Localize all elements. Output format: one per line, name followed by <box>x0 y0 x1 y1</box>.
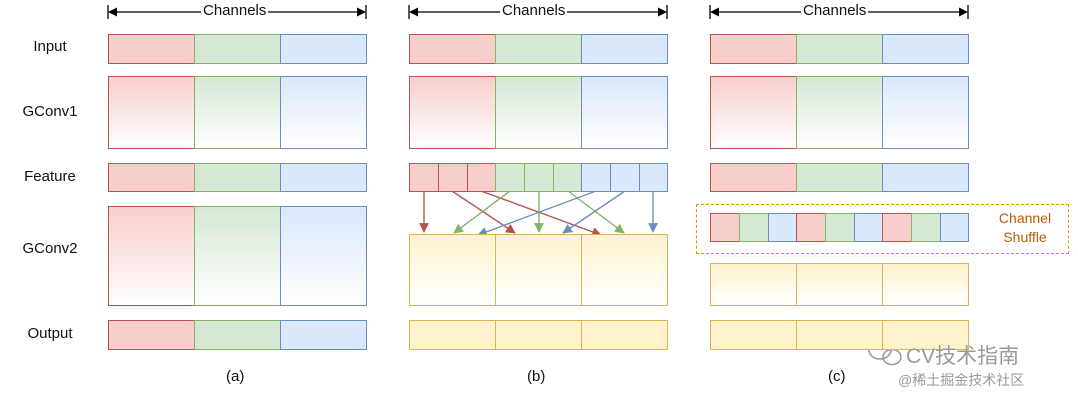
gconv2-yellow-group-2 <box>495 234 582 306</box>
row-label-output: Output <box>27 325 73 342</box>
shuffled-blue-2 <box>854 213 883 242</box>
feature-blue-sub-1 <box>581 163 611 192</box>
output-yellow-group-3 <box>882 320 969 350</box>
output-yellow-group-1 <box>710 320 797 350</box>
feature-red-sub-3 <box>467 163 496 192</box>
input-blue-group <box>882 34 969 64</box>
shuffled-blue-3 <box>940 213 969 242</box>
feature-blue-group <box>280 163 367 192</box>
watermark-main: CV技术指南 <box>906 345 1020 368</box>
input-green-group <box>194 34 281 64</box>
gconv1-red-group <box>710 76 797 149</box>
gconv2-red-group <box>108 206 195 306</box>
row-label-gconv2: GConv2 <box>22 240 78 257</box>
input-red-group <box>108 34 195 64</box>
feature-green-sub-3 <box>553 163 582 192</box>
channels-label-c: Channels <box>801 2 869 19</box>
shuffled-red-3 <box>882 213 912 242</box>
channel-shuffle-line1: Channel <box>998 210 1052 226</box>
row-label-input: Input <box>33 38 67 55</box>
caption-b: (b) <box>527 368 546 385</box>
gconv2-blue-group <box>280 206 367 306</box>
shuffled-green-1 <box>739 213 769 242</box>
channels-label-a: Channels <box>201 2 269 19</box>
flow-arrow-blue-2 <box>562 190 626 234</box>
feature-green-sub-1 <box>495 163 525 192</box>
output-yellow-group-2 <box>796 320 883 350</box>
channel-shuffle-label: Channel Shuffle <box>982 209 1068 247</box>
gconv2-yellow-group-3 <box>882 263 969 306</box>
feature-red-sub-2 <box>438 163 468 192</box>
gconv1-green-group <box>194 76 281 149</box>
input-green-group <box>796 34 883 64</box>
gconv1-green-group <box>495 76 582 149</box>
shuffled-green-3 <box>911 213 941 242</box>
caption-c: (c) <box>828 368 846 385</box>
channels-label-b: Channels <box>500 2 568 19</box>
gconv1-red-group <box>108 76 195 149</box>
output-yellow-group-1 <box>409 320 496 350</box>
gconv1-green-group <box>796 76 883 149</box>
gconv2-yellow-group-1 <box>710 263 797 306</box>
input-green-group <box>495 34 582 64</box>
input-red-group <box>710 34 797 64</box>
shuffled-green-2 <box>825 213 855 242</box>
feature-red-group <box>108 163 195 192</box>
flow-arrow-blue-1 <box>477 190 597 237</box>
row-label-feature: Feature <box>24 168 76 185</box>
gconv1-blue-group <box>280 76 367 149</box>
feature-blue-sub-3 <box>639 163 668 192</box>
output-yellow-group-3 <box>581 320 668 350</box>
gconv2-yellow-group-1 <box>409 234 496 306</box>
shuffled-blue-1 <box>768 213 797 242</box>
caption-a: (a) <box>226 368 245 385</box>
row-label-gconv1: GConv1 <box>22 103 78 120</box>
gconv2-green-group <box>194 206 281 306</box>
channel-shuffle-line2: Shuffle <box>1003 229 1047 245</box>
feature-red-group <box>710 163 797 192</box>
feature-green-sub-2 <box>524 163 554 192</box>
output-blue-group <box>280 320 367 350</box>
feature-red-sub-1 <box>409 163 439 192</box>
flow-arrows <box>419 190 658 237</box>
flow-arrow-green-1 <box>453 190 511 234</box>
input-blue-group <box>280 34 367 64</box>
channel-shuffle-box <box>696 204 1069 254</box>
output-green-group <box>194 320 281 350</box>
flow-arrow-red-3 <box>480 190 602 237</box>
input-blue-group <box>581 34 668 64</box>
gconv1-blue-group <box>882 76 969 149</box>
gconv2-yellow-group-2 <box>796 263 883 306</box>
gconv1-blue-group <box>581 76 668 149</box>
feature-green-group <box>796 163 883 192</box>
watermark-sub: @稀土掘金技术社区 <box>898 372 1025 388</box>
output-yellow-group-2 <box>495 320 582 350</box>
gconv1-red-group <box>409 76 496 149</box>
feature-blue-group <box>882 163 969 192</box>
flow-arrow-red-2 <box>451 190 516 234</box>
output-red-group <box>108 320 195 350</box>
input-red-group <box>409 34 496 64</box>
gconv2-yellow-group-3 <box>581 234 668 306</box>
feature-green-group <box>194 163 281 192</box>
feature-blue-sub-2 <box>610 163 640 192</box>
